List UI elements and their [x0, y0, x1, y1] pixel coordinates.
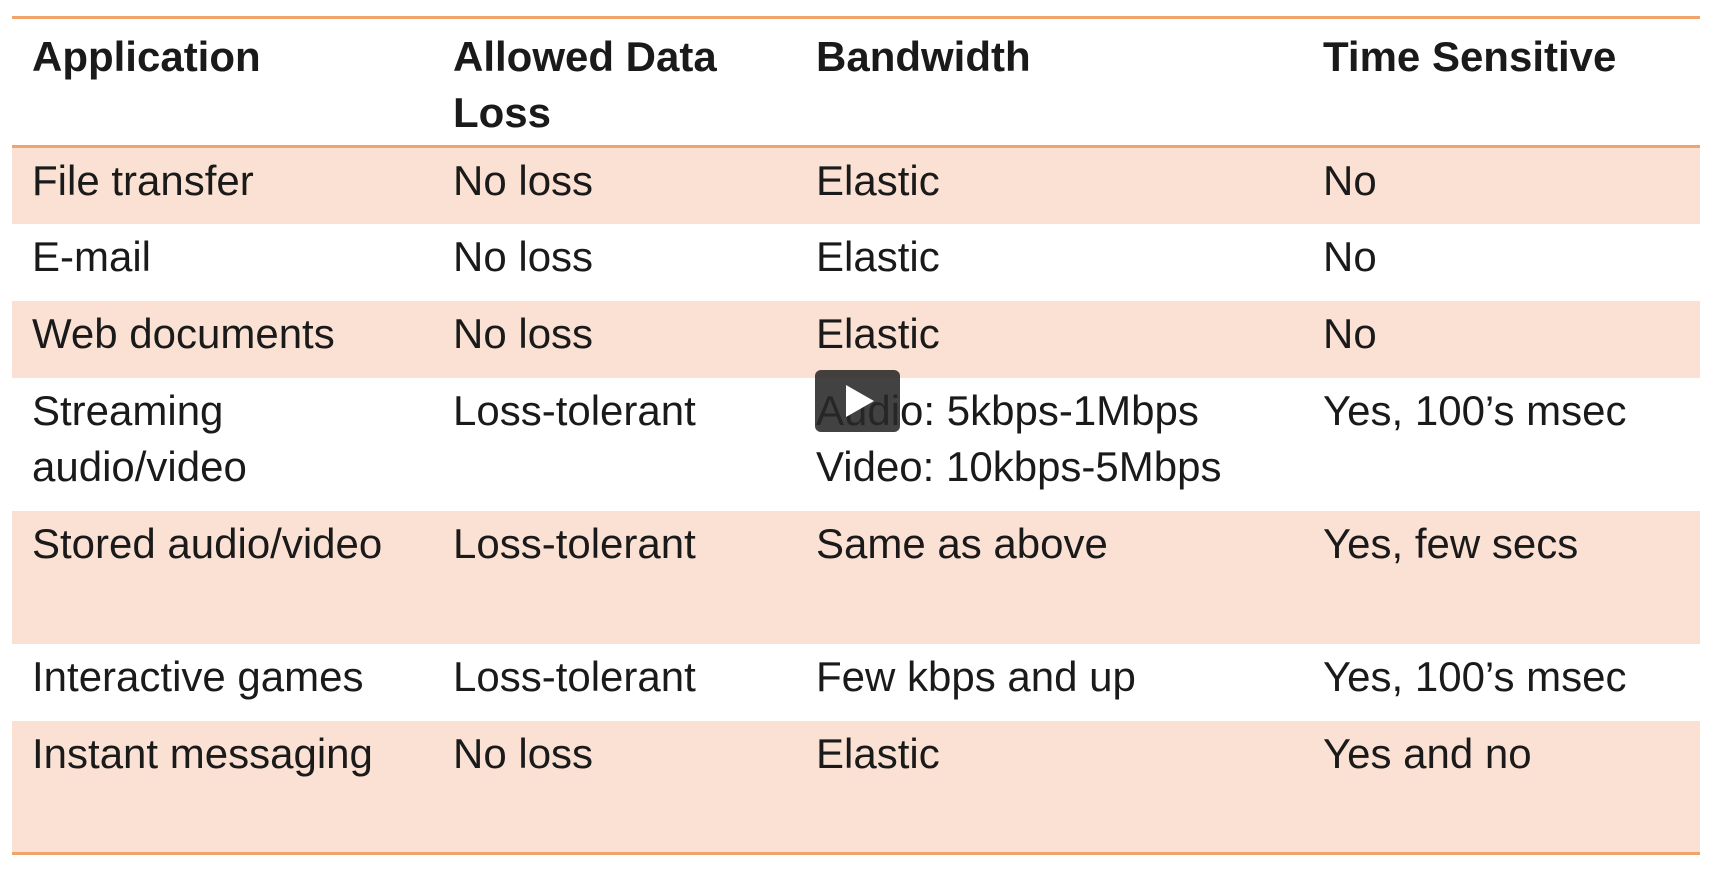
play-icon	[846, 385, 874, 417]
cell-time-sensitive: Yes, 100’s msec	[1303, 643, 1700, 721]
header-bandwidth: Bandwidth	[816, 33, 1031, 80]
cell-data-loss: Loss-tolerant	[433, 510, 796, 644]
cell-application: Instant messaging	[12, 720, 433, 854]
cell-application: Web documents	[12, 300, 433, 378]
cell-time-sensitive: Yes and no	[1303, 720, 1700, 854]
cell-data-loss: No loss	[433, 300, 796, 378]
video-play-button[interactable]	[815, 370, 900, 432]
header-row: Application Allowed Data Loss Bandwidth …	[12, 17, 1700, 147]
table-body: File transfer No loss Elastic No E-mail …	[12, 146, 1700, 854]
requirements-table: Application Allowed Data Loss Bandwidth …	[12, 16, 1700, 855]
table-row: Streaming audio/video Loss-tolerant Audi…	[12, 377, 1700, 511]
cell-data-loss: No loss	[433, 223, 796, 301]
header-application: Application	[32, 33, 261, 80]
table-header: Application Allowed Data Loss Bandwidth …	[12, 17, 1700, 147]
cell-bandwidth: Elastic	[796, 300, 1303, 378]
table-row: E-mail No loss Elastic No	[12, 223, 1700, 301]
table-row: Interactive games Loss-tolerant Few kbps…	[12, 643, 1700, 721]
table-row: Web documents No loss Elastic No	[12, 300, 1700, 378]
cell-application: Stored audio/video	[12, 510, 433, 644]
cell-time-sensitive: Yes, few secs	[1303, 510, 1700, 644]
cell-bandwidth: Elastic	[796, 720, 1303, 854]
cell-bandwidth: Few kbps and up	[796, 643, 1303, 721]
application-requirements-table: Application Allowed Data Loss Bandwidth …	[12, 16, 1700, 855]
cell-time-sensitive: No	[1303, 223, 1700, 301]
table-row: File transfer No loss Elastic No	[12, 146, 1700, 224]
cell-data-loss: No loss	[433, 720, 796, 854]
header-allowed-data-loss: Allowed Data Loss	[453, 33, 717, 136]
header-time-sensitive: Time Sensitive	[1323, 33, 1617, 80]
cell-application: Streaming audio/video	[12, 377, 433, 511]
cell-time-sensitive: No	[1303, 300, 1700, 378]
cell-application: E-mail	[12, 223, 433, 301]
cell-time-sensitive: No	[1303, 146, 1700, 224]
cell-data-loss: Loss-tolerant	[433, 643, 796, 721]
cell-application: File transfer	[12, 146, 433, 224]
cell-time-sensitive: Yes, 100’s msec	[1303, 377, 1700, 511]
cell-bandwidth: Elastic	[796, 223, 1303, 301]
cell-data-loss: No loss	[433, 146, 796, 224]
cell-application: Interactive games	[12, 643, 433, 721]
table-row: Stored audio/video Loss-tolerant Same as…	[12, 510, 1700, 644]
table-row: Instant messaging No loss Elastic Yes an…	[12, 720, 1700, 854]
cell-bandwidth: Same as above	[796, 510, 1303, 644]
cell-bandwidth: Elastic	[796, 146, 1303, 224]
cell-data-loss: Loss-tolerant	[433, 377, 796, 511]
